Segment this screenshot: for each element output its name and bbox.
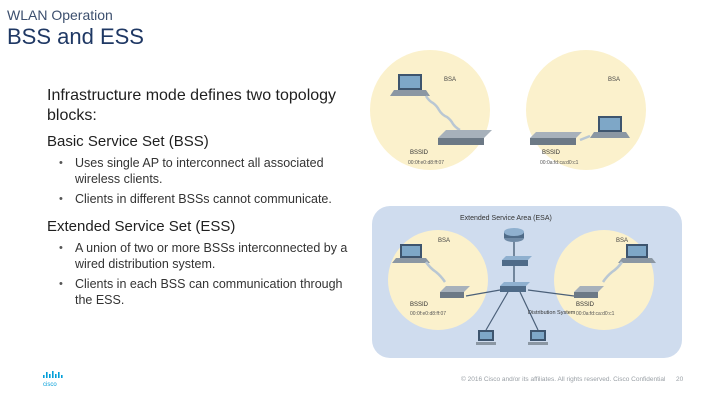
footer-copyright: © 2016 Cisco and/or its affiliates. All …	[461, 376, 666, 383]
wireless-link	[424, 95, 461, 132]
bss-heading: Basic Service Set (BSS)	[47, 133, 209, 150]
wired-link	[527, 289, 575, 297]
laptop-icon	[618, 244, 656, 263]
slide-title: BSS and ESS	[7, 24, 144, 49]
slide-content: Infrastructure mode defines two topology…	[47, 86, 357, 312]
wireless-link	[579, 134, 591, 142]
bss-top-left: BSA BSSID 00:0f:e0:d8:ff:07	[370, 50, 492, 170]
section-label: WLAN Operation	[7, 7, 113, 23]
access-point-icon	[530, 132, 582, 145]
wireless-link	[424, 261, 447, 283]
bss-bullet: Uses single AP to interconnect all assoc…	[47, 155, 357, 187]
wireless-link	[601, 261, 624, 283]
distribution-system-label: Distribution System	[528, 310, 576, 316]
bsa-label: BSA	[438, 238, 450, 244]
bss-bullet: Clients in different BSSs cannot communi…	[47, 191, 357, 207]
laptop-icon	[590, 116, 630, 138]
desktop-pc-icon	[476, 330, 496, 345]
wired-link	[465, 289, 501, 297]
bssid-value: 00:0a:fd:ca:d0:c1	[540, 160, 579, 166]
bssid-label: BSSID	[410, 302, 429, 308]
page-number: 20	[676, 376, 684, 383]
router-icon	[504, 228, 524, 242]
laptop-icon	[390, 74, 430, 96]
bssid-value: 00:0a:fd:ca:d0:c1	[576, 311, 615, 317]
cisco-logo-icon: cisco	[43, 371, 63, 388]
ess-bullet: Clients in each BSS can communication th…	[47, 276, 357, 308]
bssid-label: BSSID	[542, 150, 561, 156]
ess-heading: Extended Service Set (ESS)	[47, 218, 236, 235]
access-point-icon	[574, 286, 604, 298]
wired-link	[485, 291, 509, 331]
bssid-value: 00:0f:e0:d8:ff:07	[410, 311, 446, 317]
bssid-label: BSSID	[576, 302, 595, 308]
esa-area: Extended Service Area (ESA) BSA BSA	[372, 206, 682, 358]
switch-icon	[500, 282, 530, 292]
access-point-icon	[438, 130, 492, 145]
bsa-label: BSA	[444, 77, 456, 83]
ess-bullet: A union of two or more BSSs interconnect…	[47, 240, 357, 272]
desktop-pc-icon	[528, 330, 548, 345]
intro-text: Infrastructure mode defines two topology…	[47, 87, 337, 124]
switch-icon	[502, 256, 532, 266]
laptop-icon	[392, 244, 430, 263]
bssid-value: 00:0f:e0:d8:ff:07	[408, 160, 444, 166]
bsa-circle	[370, 50, 490, 170]
wired-link	[519, 291, 539, 331]
bsa-label: BSA	[616, 238, 628, 244]
access-point-icon	[440, 286, 470, 298]
logo-text: cisco	[43, 382, 57, 388]
bsa-label: BSA	[608, 77, 620, 83]
bss-top-right: BSA BSSID 00:0a:fd:ca:d0:c1	[526, 50, 646, 170]
esa-title: Extended Service Area (ESA)	[460, 215, 552, 222]
bss-ess-diagram: BSA BSSID 00:0f:e0:d8:ff:07 BSA	[370, 50, 682, 358]
bssid-label: BSSID	[410, 150, 429, 156]
